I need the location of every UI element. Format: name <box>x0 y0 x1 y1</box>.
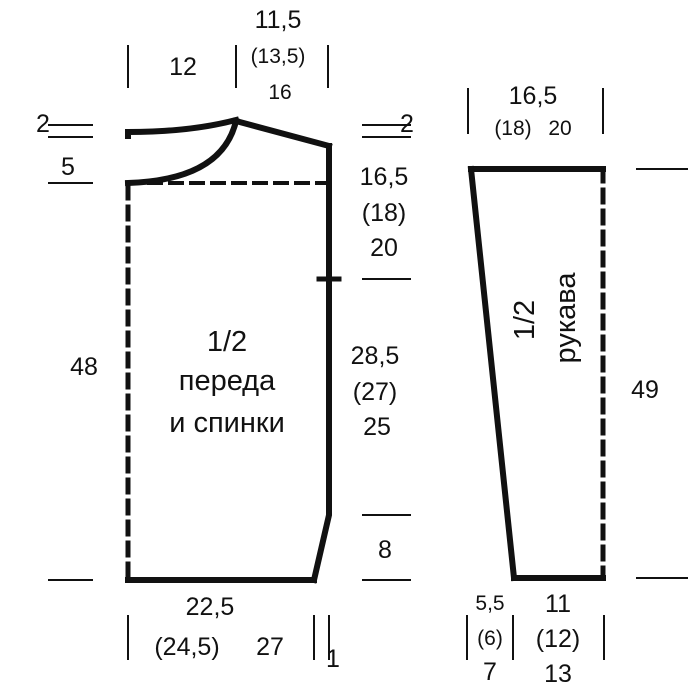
body-shoulder-width-3: 16 <box>268 81 291 104</box>
body-armhole-1: 16,5 <box>360 163 409 191</box>
body-shoulder-slope-left: 2 <box>36 110 50 138</box>
sleeve-top-width-3: 20 <box>548 117 571 140</box>
sleeve-bevel-2: (6) <box>477 627 503 650</box>
body-back-neck-curve <box>125 116 240 139</box>
body-shoulder-line <box>232 117 333 150</box>
body-side-line <box>310 143 332 584</box>
body-title-line3: и спинки <box>169 407 285 439</box>
body-side-3: 25 <box>363 413 391 441</box>
sleeve-top-width-2: (18) <box>494 117 531 140</box>
body-neck-width: 12 <box>169 53 197 81</box>
body-piece <box>124 116 342 584</box>
sleeve-dimension-lines <box>466 88 688 660</box>
sleeve-bevel-3: 7 <box>483 658 497 686</box>
body-shoulder-width-1: 11,5 <box>255 6 302 34</box>
body-neck-depth: 5 <box>61 153 75 181</box>
body-side-2: (27) <box>353 378 397 406</box>
body-bottom-width-1: 22,5 <box>186 593 235 621</box>
sleeve-cuff-3: 13 <box>544 660 572 688</box>
body-shoulder-slope-right: 2 <box>400 110 414 138</box>
body-bottom-width-2: (24,5) <box>154 633 219 661</box>
body-armhole-2: (18) <box>362 199 406 227</box>
sleeve-left-edge <box>467 165 518 582</box>
body-shoulder-width-2: (13,5) <box>251 45 306 68</box>
sleeve-top-width-1: 16,5 <box>509 82 558 110</box>
body-title-line2: переда <box>179 365 276 397</box>
body-bottom-width-3: 27 <box>256 633 284 661</box>
body-total-height: 48 <box>70 353 98 381</box>
sleeve-bevel-1: 5,5 <box>475 592 504 615</box>
body-bottom-bevel-width: 1 <box>326 645 340 673</box>
body-front-neck-curve <box>124 117 240 187</box>
sleeve-length: 49 <box>631 376 659 404</box>
body-side-1: 28,5 <box>351 342 400 370</box>
sleeve-labels: 16,5 (18) 20 1/2 рукава 49 5,5 (6) 7 11 … <box>475 82 659 688</box>
body-title-line1: 1/2 <box>207 326 247 358</box>
body-armhole-3: 20 <box>370 234 398 262</box>
body-dimension-lines <box>48 45 411 660</box>
body-bottom-bevel-height: 8 <box>378 536 392 564</box>
sleeve-title-line1: 1/2 <box>509 300 541 340</box>
sleeve-cuff-2: (12) <box>536 625 580 653</box>
sleeve-piece <box>467 165 606 582</box>
body-labels: 1/2 переда и спинки 12 11,5 (13,5) 16 2 … <box>36 6 414 673</box>
sleeve-title-line2: рукава <box>550 272 582 364</box>
sleeve-cuff-1: 11 <box>545 590 571 618</box>
